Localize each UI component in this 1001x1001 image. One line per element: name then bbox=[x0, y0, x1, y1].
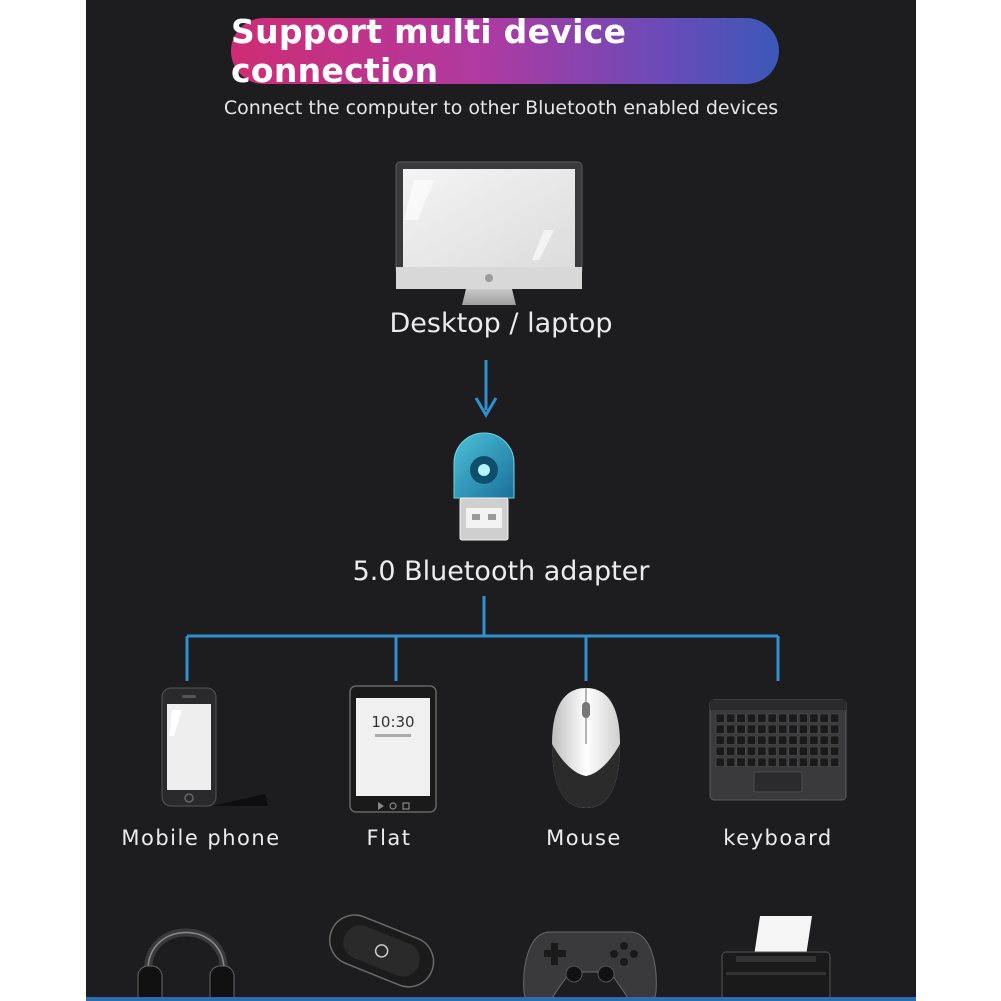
keyboard-key bbox=[726, 713, 736, 723]
keyboard-key bbox=[767, 713, 777, 723]
keyboard-key bbox=[778, 713, 788, 723]
connection-arrow bbox=[474, 360, 498, 418]
connector-tree bbox=[185, 596, 780, 681]
keyboard-key bbox=[746, 735, 757, 745]
keyboard-key bbox=[746, 757, 757, 767]
adapter-label: 5.0 Bluetooth adapter bbox=[352, 556, 650, 587]
keyboard-key bbox=[757, 757, 767, 767]
keyboard-key bbox=[788, 735, 798, 745]
usb-bluetooth-adapter-icon bbox=[453, 432, 515, 541]
keyboard-key bbox=[715, 746, 725, 756]
product-panel: Support multi device connection Connect … bbox=[86, 0, 916, 1001]
keyboard-icon bbox=[709, 699, 847, 801]
desktop-monitor-icon bbox=[395, 161, 583, 305]
title: Support multi device connection bbox=[231, 12, 627, 90]
keyboard-key bbox=[778, 757, 788, 767]
keyboard-key bbox=[757, 724, 767, 734]
keyboard-key bbox=[809, 757, 819, 767]
headphones-icon bbox=[137, 928, 235, 1001]
keyboard-key bbox=[746, 746, 757, 756]
keyboard-key bbox=[798, 746, 808, 756]
keyboard-key bbox=[757, 713, 767, 723]
keyboard-key bbox=[726, 735, 736, 745]
keyboard-key bbox=[819, 713, 829, 723]
mobile-phone-icon bbox=[161, 687, 268, 807]
tablet-label: Flat bbox=[366, 826, 412, 850]
keyboard-key bbox=[715, 757, 725, 767]
keyboard-key bbox=[798, 757, 808, 767]
tablet-icon: 10:30 bbox=[349, 685, 437, 813]
keyboard-key bbox=[830, 713, 840, 723]
keyboard-key bbox=[778, 724, 788, 734]
keyboard-key bbox=[757, 746, 767, 756]
keyboard-key bbox=[830, 757, 840, 767]
keyboard-key bbox=[778, 735, 788, 745]
keyboard-key bbox=[726, 757, 736, 767]
keyboard-key bbox=[736, 746, 746, 756]
keyboard-key bbox=[767, 746, 777, 756]
keyboard-key bbox=[798, 713, 808, 723]
keyboard-key bbox=[819, 724, 829, 734]
speaker-icon bbox=[328, 914, 435, 988]
keyboard-key bbox=[736, 735, 746, 745]
keyboard-key bbox=[778, 746, 788, 756]
keyboard-key bbox=[788, 713, 798, 723]
keyboard-key bbox=[830, 746, 840, 756]
keyboard-key bbox=[757, 735, 767, 745]
keyboard-key bbox=[809, 746, 819, 756]
keyboard-key bbox=[767, 757, 777, 767]
mobile-phone-label: Mobile phone bbox=[121, 826, 281, 850]
keyboard-key bbox=[819, 735, 829, 745]
keyboard-key bbox=[715, 735, 725, 745]
keyboard-key bbox=[715, 713, 725, 723]
keyboard-key bbox=[798, 735, 808, 745]
gamepad-icon bbox=[523, 931, 657, 1001]
keyboard-key bbox=[746, 713, 757, 723]
keyboard-key bbox=[736, 724, 746, 734]
keyboard-key bbox=[809, 724, 819, 734]
desktop-label: Desktop / laptop bbox=[389, 308, 613, 339]
keyboard-key bbox=[736, 713, 746, 723]
bottom-divider bbox=[86, 997, 916, 1001]
keyboard-key bbox=[788, 746, 798, 756]
keyboard-label: keyboard bbox=[723, 826, 833, 850]
title-banner: Support multi device connection bbox=[231, 12, 779, 90]
keyboard-key bbox=[819, 746, 829, 756]
keyboard-key bbox=[830, 735, 840, 745]
keyboard-key bbox=[798, 724, 808, 734]
keyboard-key bbox=[726, 746, 736, 756]
keyboard-key bbox=[809, 735, 819, 745]
keyboard-key bbox=[767, 735, 777, 745]
keyboard-key bbox=[819, 757, 829, 767]
keyboard-key bbox=[830, 724, 840, 734]
keyboard-key bbox=[788, 757, 798, 767]
mouse-label: Mouse bbox=[546, 826, 622, 850]
keyboard-key bbox=[767, 724, 777, 734]
subtitle: Connect the computer to other Bluetooth … bbox=[223, 97, 779, 119]
printer-icon bbox=[721, 916, 831, 1001]
keyboard-key bbox=[788, 724, 798, 734]
keyboard-key bbox=[726, 724, 736, 734]
tablet-clock: 10:30 bbox=[371, 713, 414, 731]
keyboard-key bbox=[746, 724, 757, 734]
mouse-icon bbox=[552, 688, 620, 808]
keyboard-key bbox=[809, 713, 819, 723]
keyboard-key bbox=[736, 757, 746, 767]
keyboard-key bbox=[715, 724, 725, 734]
